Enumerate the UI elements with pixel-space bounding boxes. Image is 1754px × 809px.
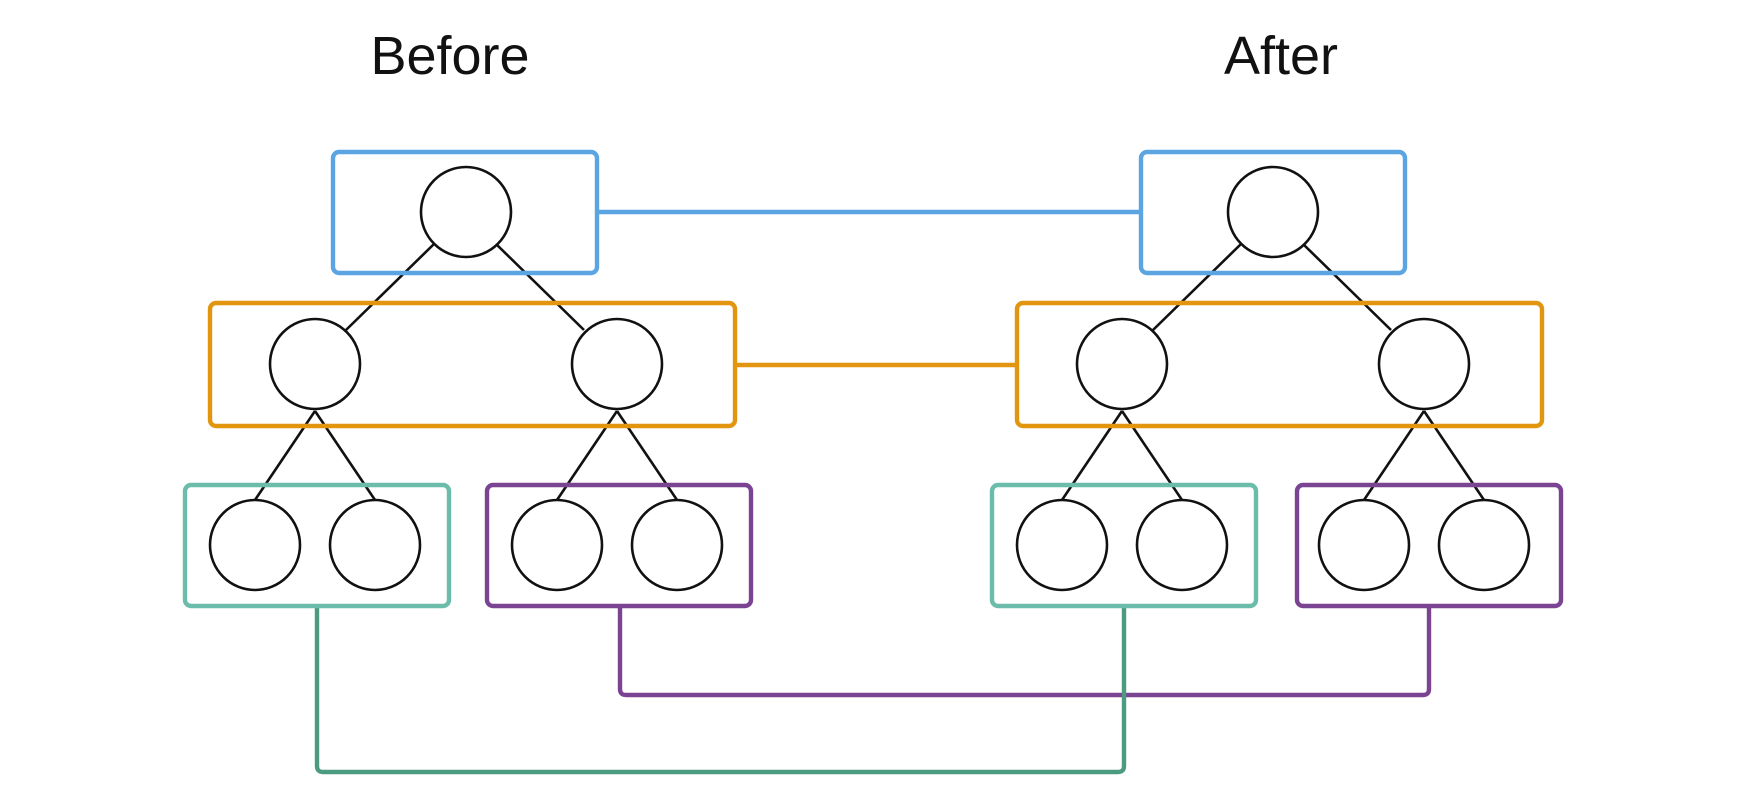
root-node xyxy=(419,165,513,259)
tree-edge xyxy=(495,243,585,331)
leaf-node xyxy=(208,498,302,592)
children-level-box xyxy=(207,300,738,429)
left-leaves-connector xyxy=(314,608,1127,775)
leaf-node xyxy=(630,498,724,592)
after-tree xyxy=(989,149,1564,609)
right-leaves-connector xyxy=(617,608,1432,698)
before-tree xyxy=(182,149,754,609)
right-leaves-box xyxy=(1294,482,1564,609)
leaf-node xyxy=(1437,498,1531,592)
root-level-box xyxy=(1138,149,1408,276)
tree-edge xyxy=(345,243,435,331)
child-node-left xyxy=(1075,317,1169,411)
root-node xyxy=(1226,165,1320,259)
child-node-left xyxy=(268,317,362,411)
leaf-node xyxy=(1015,498,1109,592)
leaf-node xyxy=(510,498,604,592)
leaf-node xyxy=(1135,498,1229,592)
leaf-node xyxy=(328,498,422,592)
child-node-right xyxy=(1377,317,1471,411)
tree-edge xyxy=(1302,243,1392,331)
before-heading: Before xyxy=(370,26,529,86)
tree-edge xyxy=(1152,243,1242,331)
child-node-right xyxy=(570,317,664,411)
leaf-node xyxy=(1317,498,1411,592)
after-heading: After xyxy=(1224,26,1338,86)
left-leaves-box xyxy=(182,482,452,609)
root-level-box xyxy=(330,149,600,276)
left-leaves-box xyxy=(989,482,1259,609)
children-level-box xyxy=(1014,300,1545,429)
right-leaves-box xyxy=(484,482,754,609)
